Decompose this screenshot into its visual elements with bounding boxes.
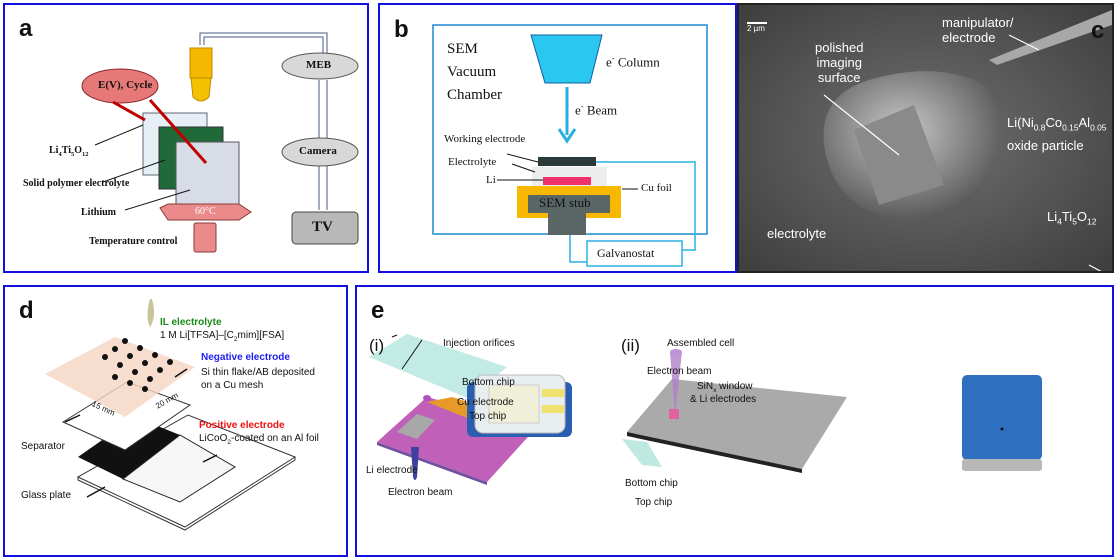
panel-a: a E(V), Cycle MEB Camera TV Li4Ti5O12 So… <box>3 3 369 273</box>
sub-panel-i: (i) <box>369 336 385 355</box>
positive-electrode-title: Positive electrode <box>199 420 285 431</box>
sem-image <box>739 5 1112 271</box>
electron-beam-i <box>411 447 419 480</box>
tv-label: TV <box>312 219 333 235</box>
cu-mesh <box>45 337 195 417</box>
positive-electrode-foil <box>122 434 236 503</box>
positive-electrode-coated <box>78 417 180 479</box>
cu-electrode-label: Cu electrode <box>457 397 514 408</box>
panel-a-drawing <box>81 32 359 253</box>
lto-label: Li4Ti5O12 <box>1047 209 1097 227</box>
meb-label: MEB <box>306 59 332 71</box>
galvanostat-label: Galvanostat <box>597 246 655 260</box>
bottom-chip-ii <box>622 439 662 467</box>
il-text: 1 M Li[TFSA]–[C2mim][FSA] <box>160 330 285 343</box>
assembled-cell-ii <box>962 375 1042 460</box>
sem-stub-label: SEM stub <box>539 195 591 210</box>
electron-column <box>530 34 603 84</box>
panel-label: e <box>371 297 385 324</box>
lto-label: Li4Ti5O12 <box>49 145 89 158</box>
working-electrode-label: Working electrode <box>444 133 526 145</box>
electron-beam-label: Electron beam <box>388 487 453 498</box>
panel-e: e (i) (ii) Injection orifices Bottom chi… <box>355 285 1114 557</box>
panel-e-drawing <box>369 334 1042 485</box>
working-electrode <box>538 157 596 166</box>
negative-electrode-title: Negative electrode <box>201 352 290 363</box>
li-label: Li <box>486 174 496 186</box>
top-chip-ii <box>627 379 847 469</box>
sem-stub <box>528 195 610 213</box>
top-chip-label-ii: Top chip <box>635 497 673 508</box>
column-label: e- Column <box>606 53 660 70</box>
glass-plate-label: Glass plate <box>21 490 72 501</box>
cu-foil-label: Cu foil <box>641 182 672 194</box>
li-electrode <box>397 414 435 439</box>
electrolyte-label: electrolyte <box>767 226 827 241</box>
scale-bar-label: 2 µm <box>747 24 765 33</box>
heater <box>159 203 252 221</box>
panel-label: a <box>19 15 33 42</box>
sub-panel-ii: (ii) <box>621 336 640 355</box>
electron-beam-label-ii: Electron beam <box>647 366 712 377</box>
bottom-chip-label: Bottom chip <box>462 377 515 388</box>
panel-d: d IL electrolyte 1 M Li[TFSA]–[C2mim][FS… <box>3 285 348 557</box>
temp-control-label: Temperature control <box>89 236 178 247</box>
manipulator <box>989 10 1112 65</box>
manipulator-label: manipulator/electrode <box>942 15 1014 45</box>
lithium-plate <box>175 141 240 205</box>
sinx-window <box>669 409 679 419</box>
panel-label: d <box>19 297 34 324</box>
beam-label: e- Beam <box>575 101 618 118</box>
camera-ellipse <box>281 137 359 167</box>
bottom-chip-label-ii: Bottom chip <box>625 478 678 489</box>
galvanostat-box <box>586 240 683 267</box>
electron-beam-ii <box>670 352 682 415</box>
microscope-objective <box>189 47 213 79</box>
injection-orifices-label: Injection orifices <box>443 338 515 349</box>
separator-label: Separator <box>21 441 65 452</box>
positive-electrode-text: LiCoO2-coated on an Al foil <box>199 433 319 446</box>
electrolyte-label: Electrolyte <box>448 156 497 168</box>
meb-ellipse <box>281 52 359 80</box>
il-title: IL electrolyte <box>160 317 222 328</box>
panel-label: c <box>1091 17 1105 44</box>
sinx-window-label: SiNx window <box>697 381 753 394</box>
panel-label: b <box>394 16 409 43</box>
electrolyte-drop <box>147 299 155 327</box>
li-electrodes-label: & Li electrodes <box>690 394 757 405</box>
particle-label: Li(Ni0.8Co0.15Al0.05 oxide particle <box>1007 115 1107 153</box>
cycle-label: E(V), Cycle <box>98 79 153 91</box>
tv-box <box>291 211 359 245</box>
top-chip-label: Top chip <box>469 411 507 422</box>
lithium-label: Lithium <box>81 207 117 218</box>
li-layer <box>543 177 591 185</box>
li-electrode-label: Li electrode <box>366 465 418 476</box>
assembled-cell-label: Assembled cell <box>667 338 735 349</box>
temp-label: 60°C <box>195 206 216 217</box>
si-flakes <box>102 338 173 392</box>
cycle-ellipse <box>81 68 159 104</box>
camera-label: Camera <box>299 145 337 157</box>
panel-b-drawing <box>432 24 708 267</box>
spe-label: Solid polymer electrolyte <box>23 178 130 189</box>
panel-d-drawing <box>45 299 297 531</box>
